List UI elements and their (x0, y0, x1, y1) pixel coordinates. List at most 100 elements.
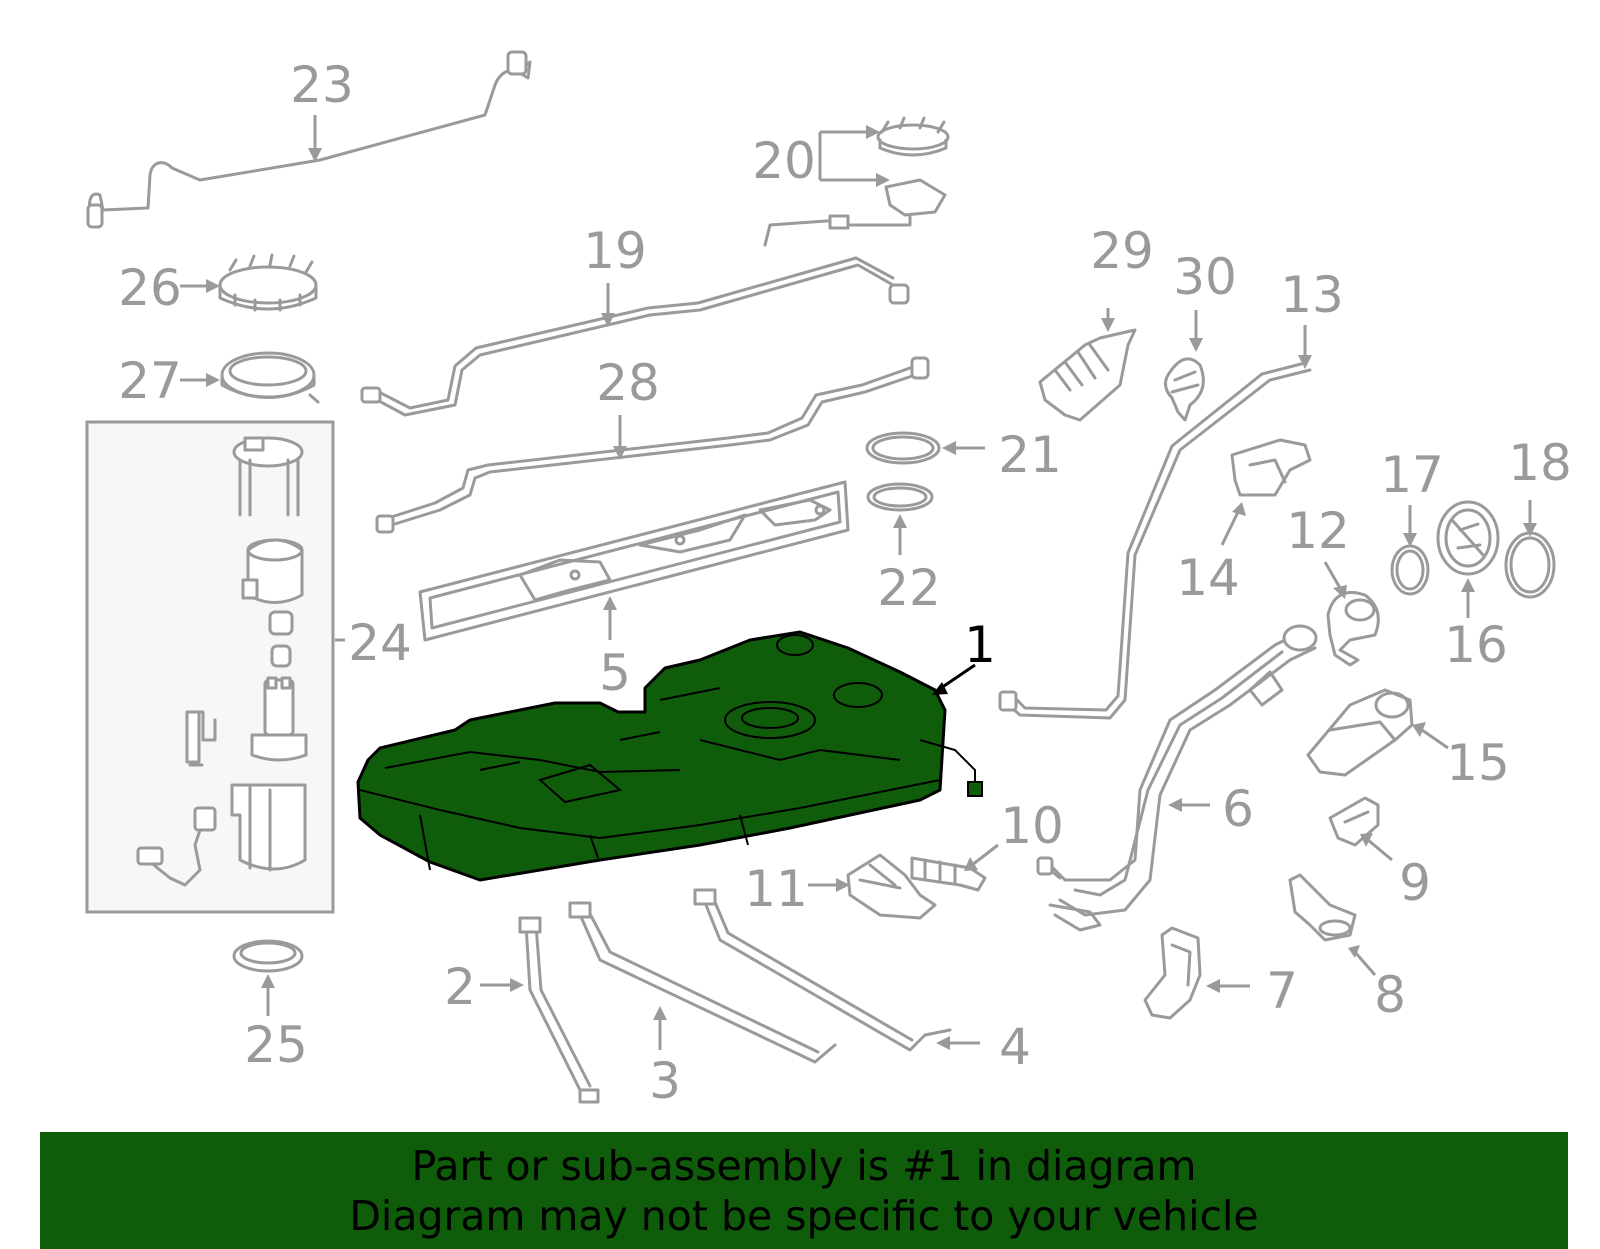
part-13-breather-tube[interactable] (998, 361, 1312, 720)
part-20-sender-ring[interactable] (763, 116, 950, 247)
arrow-19 (601, 313, 615, 327)
callout-3[interactable]: 3 (649, 1052, 681, 1110)
arrow-22 (893, 514, 907, 528)
arrow-13 (1298, 355, 1312, 369)
callout-4[interactable]: 4 (999, 1018, 1031, 1076)
arrow-20a (866, 125, 880, 139)
callout-11[interactable]: 11 (744, 860, 808, 918)
part-27-gasket[interactable] (220, 351, 320, 404)
callout-6[interactable]: 6 (1222, 780, 1254, 838)
arrow-18 (1523, 523, 1537, 537)
arrow-8 (1348, 945, 1360, 958)
part-9-clip[interactable] (1328, 796, 1380, 847)
part-4-strap[interactable] (693, 888, 952, 1052)
part-14-shield[interactable] (1230, 438, 1312, 497)
callout-25[interactable]: 25 (244, 1016, 308, 1074)
callout-5[interactable]: 5 (599, 644, 631, 702)
arrow-6 (1168, 798, 1182, 812)
callout-19[interactable]: 19 (583, 222, 647, 280)
part-11-bracket[interactable] (846, 853, 937, 920)
arrow-2 (510, 978, 524, 992)
part-6-filler-pipe[interactable] (1036, 624, 1318, 932)
part-25-o-ring[interactable] (232, 939, 304, 973)
callout-9[interactable]: 9 (1399, 854, 1431, 912)
callout-18[interactable]: 18 (1508, 434, 1572, 492)
arrow-10 (964, 857, 978, 871)
callout-14[interactable]: 14 (1176, 549, 1240, 607)
part-2-strap[interactable] (518, 916, 600, 1104)
arrow-14 (1232, 502, 1246, 516)
arrow-20b (876, 173, 890, 187)
arrow-25 (261, 974, 275, 988)
part-12-cap[interactable] (1326, 591, 1380, 667)
arrow-1 (932, 682, 948, 695)
part-30-cap[interactable] (1164, 357, 1205, 422)
arrow-28 (613, 446, 627, 460)
leader-10 (971, 843, 999, 867)
callout-8[interactable]: 8 (1374, 966, 1406, 1024)
banner-line-1: Part or sub-assembly is #1 in diagram (411, 1141, 1197, 1190)
part-21-gasket[interactable] (865, 431, 941, 465)
leader-15 (1421, 728, 1449, 750)
callout-22[interactable]: 22 (877, 559, 941, 617)
arrow-30 (1189, 338, 1203, 352)
part-28-fuel-line[interactable] (375, 356, 930, 534)
arrow-3 (653, 1006, 667, 1020)
callout-7[interactable]: 7 (1266, 962, 1298, 1020)
part-22-gasket[interactable] (866, 482, 934, 512)
arrow-21 (942, 441, 956, 455)
callout-23[interactable]: 23 (290, 56, 354, 114)
callout-20[interactable]: 20 (752, 132, 816, 190)
part-7-bracket[interactable] (1143, 926, 1202, 1020)
callout-13[interactable]: 13 (1280, 266, 1344, 324)
arrow-9 (1360, 833, 1373, 847)
arrow-29 (1101, 318, 1115, 332)
part-19-fuel-line[interactable] (360, 256, 910, 417)
arrow-12 (1333, 585, 1347, 599)
leader-20 (818, 130, 878, 182)
arrow-26 (206, 279, 220, 293)
leader-8 (1353, 951, 1377, 976)
callout-16[interactable]: 16 (1444, 616, 1508, 674)
leader-12 (1323, 561, 1342, 589)
callout-26[interactable]: 26 (118, 259, 182, 317)
leader-1 (937, 663, 976, 692)
callout-2[interactable]: 2 (444, 958, 476, 1016)
arrow-17 (1403, 533, 1417, 547)
callout-30[interactable]: 30 (1173, 248, 1237, 306)
part-5-protector[interactable] (418, 480, 850, 642)
arrow-23 (308, 148, 322, 162)
part-15-filler-housing[interactable] (1306, 688, 1414, 777)
part-24-fuel-pump-assembly[interactable] (85, 420, 335, 914)
arrow-16 (1461, 578, 1475, 592)
banner-line-2: Diagram may not be specific to your vehi… (349, 1191, 1259, 1240)
part-17-o-ring[interactable] (1390, 544, 1430, 596)
leader-14 (1220, 511, 1240, 546)
part-18-gasket[interactable] (1504, 531, 1556, 599)
part-26-lock-ring[interactable] (218, 253, 318, 312)
part-29-bracket[interactable] (1038, 328, 1137, 422)
arrow-4 (936, 1036, 950, 1050)
leader-9 (1367, 838, 1393, 862)
callout-24[interactable]: 24 (348, 614, 412, 672)
arrow-27 (206, 373, 220, 387)
callout-12[interactable]: 12 (1286, 502, 1350, 560)
callout-17[interactable]: 17 (1380, 446, 1444, 504)
callout-1[interactable]: 1 (964, 616, 996, 674)
part-1-fuel-tank[interactable] (356, 630, 983, 882)
part-8-bracket[interactable] (1288, 873, 1357, 942)
callout-10[interactable]: 10 (1000, 797, 1064, 855)
part-16-filler-cap[interactable] (1436, 500, 1500, 576)
info-banner: Part or sub-assembly is #1 in diagram Di… (40, 1132, 1568, 1249)
callout-15[interactable]: 15 (1446, 734, 1510, 792)
arrow-15 (1412, 722, 1426, 737)
part-3-strap[interactable] (568, 901, 837, 1064)
callout-21[interactable]: 21 (998, 426, 1062, 484)
callout-28[interactable]: 28 (596, 354, 660, 412)
callout-29[interactable]: 29 (1090, 222, 1154, 280)
callout-27[interactable]: 27 (118, 352, 182, 410)
arrow-7 (1206, 979, 1220, 993)
part-23-fuel-line[interactable] (86, 50, 532, 229)
arrow-5 (603, 596, 617, 610)
